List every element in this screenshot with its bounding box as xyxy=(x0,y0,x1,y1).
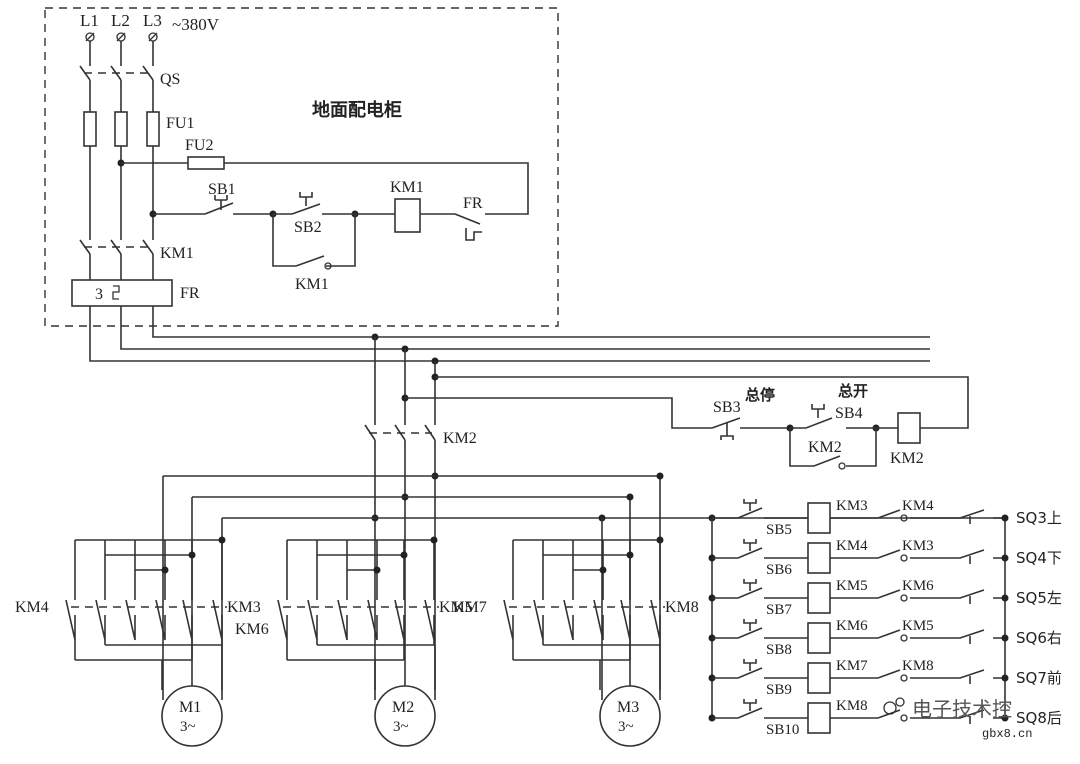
km1-coil-label: KM1 xyxy=(390,179,424,196)
button-label-1: SB5 xyxy=(766,522,792,538)
limit-label-6: SQ8后 xyxy=(1016,709,1062,727)
phase-l3: L3 xyxy=(143,11,162,30)
fr-relay-label: FR xyxy=(180,285,200,302)
motor-3-phase: 3~ xyxy=(618,719,634,735)
motor-feeds xyxy=(162,440,1006,718)
interlock-label-2: KM3 xyxy=(902,538,934,554)
km1-aux-label: KM1 xyxy=(295,276,329,293)
km2-coil-label: KM2 xyxy=(890,450,924,467)
coil-5 xyxy=(807,662,831,694)
supply-terminals: L1 L2 L3 ~380V xyxy=(80,11,220,42)
motor-3-circle xyxy=(599,685,661,747)
coil-4 xyxy=(807,622,831,654)
limit-label-5: SQ7前 xyxy=(1016,669,1062,687)
phase-l2: L2 xyxy=(111,11,130,30)
motor-1-phase: 3~ xyxy=(180,719,196,735)
button-label-2: SB6 xyxy=(766,562,792,578)
limit-label-2: SQ4下 xyxy=(1016,549,1062,567)
sb4-label: SB4 xyxy=(835,405,863,422)
motor-1-right-contactor: KM3 xyxy=(227,599,261,616)
limit-label-4: SQ6右 xyxy=(1016,629,1062,647)
fr-relay-count: 3 xyxy=(95,286,103,303)
coil-label-2: KM4 xyxy=(836,538,868,554)
cabinet-border xyxy=(44,7,559,327)
coil-label-3: KM5 xyxy=(836,578,868,594)
coil-6 xyxy=(807,702,831,734)
motor-group-2: M2 3~ KM5 xyxy=(277,536,473,747)
interlock-label-4: KM5 xyxy=(902,618,934,634)
limit-label-1: SQ3上 xyxy=(1016,509,1062,527)
fr-contact-label: FR xyxy=(463,195,483,212)
motor-2-right-contactor: KM5 xyxy=(439,599,473,616)
master-control xyxy=(711,404,921,470)
motor-2-circle xyxy=(374,685,436,747)
interlock-label-3: KM6 xyxy=(902,578,934,594)
cabinet-title: 地面配电柜 xyxy=(312,99,402,121)
coil-3 xyxy=(807,582,831,614)
motor-1-right-contactor-2: KM6 xyxy=(235,621,269,638)
coil-label-5: KM7 xyxy=(836,658,868,674)
motor-1-circle xyxy=(161,685,223,747)
motor-group-3: M3 3~ KM7 KM8 xyxy=(453,536,699,747)
motor-3-right-contactor: KM8 xyxy=(665,599,699,616)
phase-lines-cabinet xyxy=(79,41,154,280)
sb3-label: SB3 xyxy=(713,399,741,416)
km2-aux-label: KM2 xyxy=(808,439,842,456)
motor-2-phase: 3~ xyxy=(393,719,409,735)
fu1-label: FU1 xyxy=(166,115,194,132)
qs-label: QS xyxy=(160,71,180,88)
start-all-label: 总开 xyxy=(838,382,868,400)
button-label-5: SB9 xyxy=(766,682,792,698)
button-label-6: SB10 xyxy=(766,722,799,738)
interlock-label-1: KM4 xyxy=(902,498,934,514)
km2-main-label: KM2 xyxy=(443,430,477,447)
supply-voltage: ~380V xyxy=(172,15,220,34)
watermark-site: gbx8.cn xyxy=(982,727,1032,741)
button-label-4: SB8 xyxy=(766,642,792,658)
sb1-label: SB1 xyxy=(208,181,236,198)
coil-2 xyxy=(807,542,831,574)
coil-1 xyxy=(807,502,831,534)
sb2-label: SB2 xyxy=(294,219,322,236)
stop-all-label: 总停 xyxy=(745,386,775,404)
km1-main-label: KM1 xyxy=(160,245,194,262)
coil-label-1: KM3 xyxy=(836,498,868,514)
motor-1-name: M1 xyxy=(179,699,201,716)
limit-label-3: SQ5左 xyxy=(1016,589,1062,607)
coil-label-4: KM6 xyxy=(836,618,868,634)
fu2-label: FU2 xyxy=(185,137,213,154)
motor-3-left-contactor: KM7 xyxy=(453,599,487,616)
motor-1-left-contactor: KM4 xyxy=(15,599,49,616)
phase-l1: L1 xyxy=(80,11,99,30)
button-label-3: SB7 xyxy=(766,602,792,618)
motor-3-name: M3 xyxy=(617,699,639,716)
cabinet-control xyxy=(117,156,529,270)
fu1-fuses xyxy=(83,111,160,147)
coil-label-6: KM8 xyxy=(836,698,868,714)
motor-2-name: M2 xyxy=(392,699,414,716)
fr-relay-box xyxy=(71,279,173,307)
watermark: 电子技术控 gbx8.cn xyxy=(883,697,1032,741)
supply-buses xyxy=(89,306,969,441)
interlock-label-5: KM8 xyxy=(902,658,934,674)
watermark-brand: 电子技术控 xyxy=(912,697,1012,721)
